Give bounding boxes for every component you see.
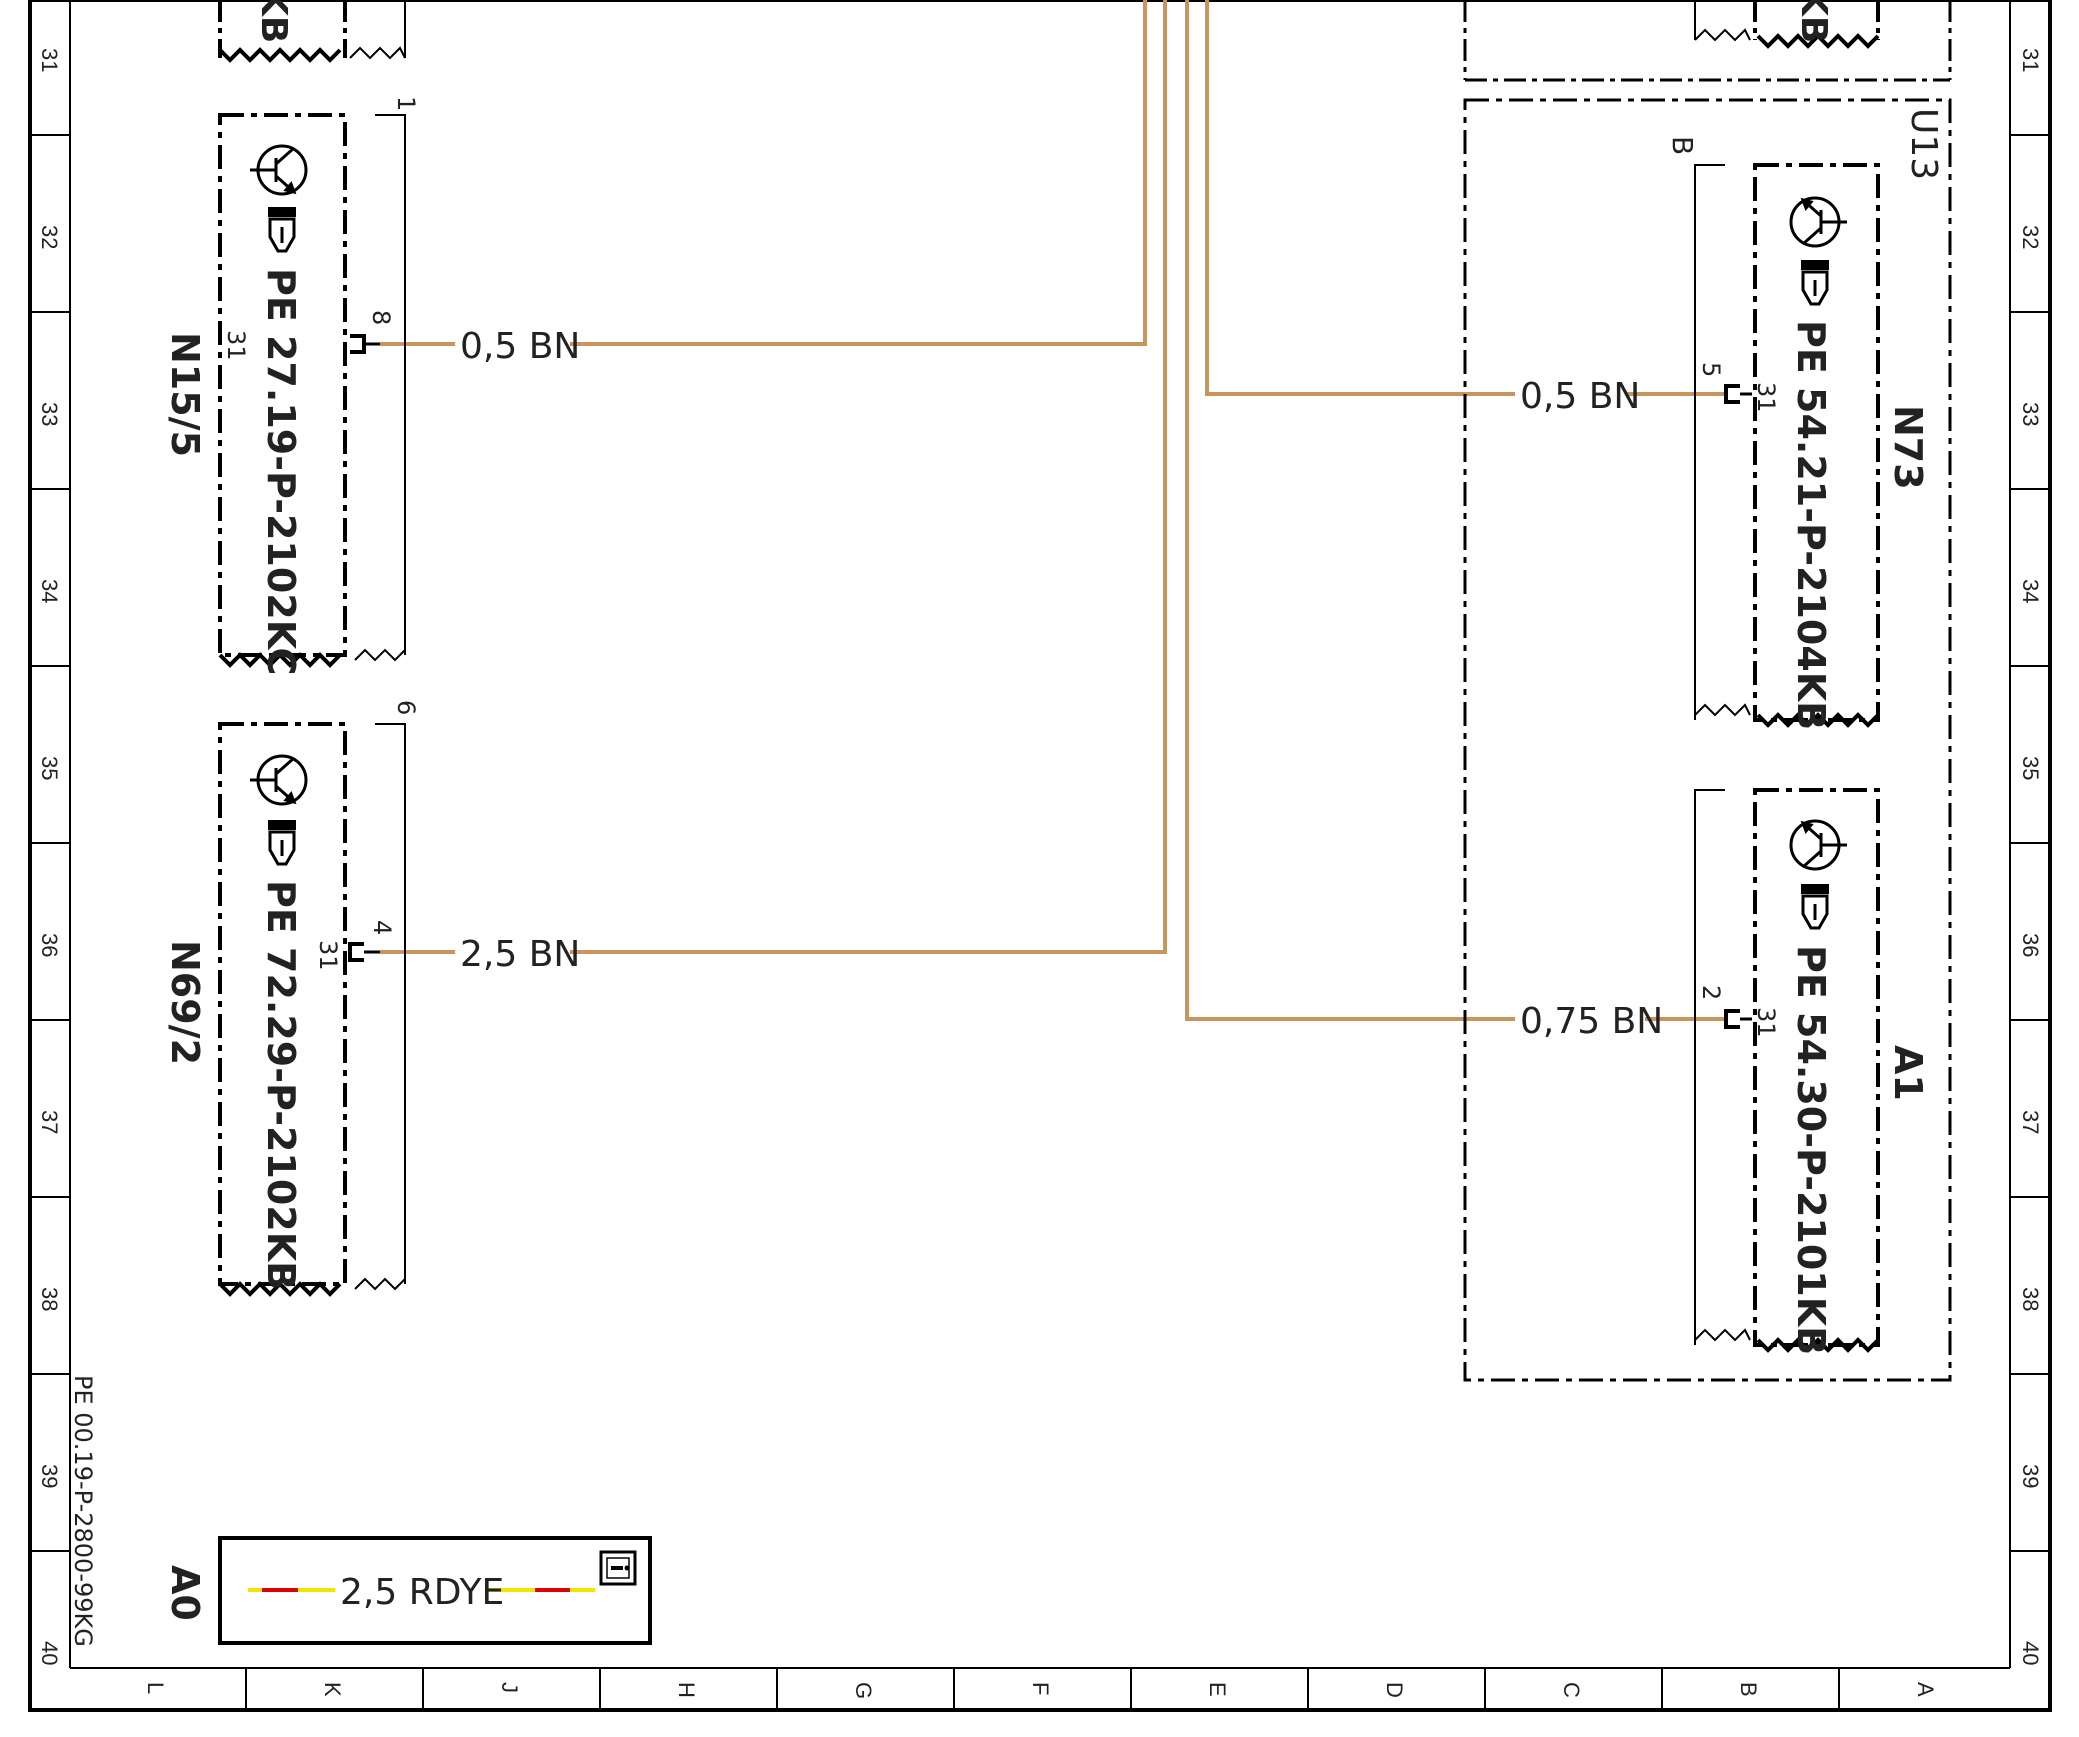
connector-label: B <box>1666 136 1699 155</box>
component-designation: A1 <box>1886 1045 1930 1101</box>
row-label: 35 <box>37 756 62 780</box>
row-label: 39 <box>2018 1464 2043 1488</box>
column-label: G <box>851 1682 876 1699</box>
column-label: H <box>674 1682 699 1698</box>
row-label: 32 <box>37 225 62 249</box>
ground-label: 31 <box>1752 382 1780 413</box>
column-ticks <box>245 1668 1840 1710</box>
document-id: PE 00.19-P-2800-99KG <box>69 1375 97 1647</box>
component-n69-2[interactable]: PE 72.29-P-2102KB N69/2 31 4 6 <box>163 700 420 1297</box>
pin-label: 2 <box>1697 985 1725 1000</box>
pin-label: 4 <box>368 920 396 935</box>
hand-pointer-icon <box>1801 260 1829 306</box>
wire-n69-2-run <box>570 0 1167 954</box>
component-designation: U13 <box>1903 108 1944 180</box>
column-label: L <box>143 1682 168 1694</box>
row-label: 38 <box>2018 1287 2043 1311</box>
row-label: 31 <box>37 48 62 72</box>
top-right-fragment <box>1463 0 1952 82</box>
row-label: 32 <box>2018 225 2043 249</box>
row-label: 34 <box>2018 579 2043 603</box>
component-reference[interactable]: PE 54.21-P-2104KB <box>1789 320 1833 730</box>
component-u13[interactable]: U13 <box>1463 98 1952 1382</box>
column-label: C <box>1559 1682 1584 1698</box>
row-ticks <box>30 134 2050 1552</box>
top-left-fragment-label: KB <box>253 0 294 43</box>
wire-label-n15-5: 0,5 BN <box>460 326 580 367</box>
row-label: 36 <box>37 933 62 957</box>
column-labels: L K J H G F E D C B A <box>143 1682 1938 1699</box>
wire-n15-5-run <box>570 0 1147 346</box>
component-designation: A0 <box>163 1565 207 1621</box>
hand-pointer-icon <box>268 820 296 866</box>
hand-pointer-icon <box>268 207 296 253</box>
info-icon[interactable] <box>599 1550 637 1586</box>
hand-pointer-icon <box>1801 884 1829 930</box>
component-a0[interactable]: 2,5 RDYE A0 <box>163 1536 652 1645</box>
row-label: 37 <box>37 1110 62 1134</box>
sheet-frame <box>28 0 2052 1712</box>
column-label: B <box>1736 1682 1761 1697</box>
wire-label-a0: 2,5 RDYE <box>340 1572 504 1613</box>
row-labels-left: 31 32 33 34 35 36 37 38 39 40 <box>37 48 62 1665</box>
transistor-symbol-icon <box>250 754 308 806</box>
row-labels-right: 31 32 33 34 35 36 37 38 39 40 <box>2018 48 2043 1665</box>
wire-label-n73: 0,5 BN <box>1520 376 1640 417</box>
component-designation: N73 <box>1886 405 1930 490</box>
row-label: 37 <box>2018 1110 2043 1134</box>
component-designation: N69/2 <box>163 940 207 1065</box>
pin-label: 8 <box>367 310 395 325</box>
wire-label-n69-2: 2,5 BN <box>460 934 580 975</box>
column-label: E <box>1205 1682 1230 1697</box>
component-reference[interactable]: PE 27.19-P-2102KC <box>259 268 303 675</box>
connector-label: 6 <box>392 700 420 715</box>
component-n15-5[interactable]: PE 27.19-P-2102KC N15/5 31 8 1 <box>163 96 420 675</box>
row-label: 36 <box>2018 933 2043 957</box>
wiring <box>380 0 1725 1021</box>
column-label: J <box>497 1682 522 1693</box>
column-label: A <box>1913 1682 1938 1697</box>
wire-a1-run <box>1185 0 1515 1021</box>
row-label: 31 <box>2018 48 2043 72</box>
connector-label: 1 <box>392 96 420 111</box>
transistor-symbol-icon <box>1789 819 1847 871</box>
ground-label: 31 <box>314 940 342 971</box>
column-label: F <box>1028 1682 1053 1695</box>
component-a1[interactable]: PE 54.30-P-2101KB A1 31 2 <box>1694 788 1930 1355</box>
wire-label-a1: 0,75 BN <box>1520 1001 1663 1042</box>
row-label: 38 <box>37 1287 62 1311</box>
row-label: 40 <box>2018 1641 2043 1665</box>
wire-n73-run <box>1205 0 1515 396</box>
row-label: 39 <box>37 1464 62 1488</box>
row-label: 40 <box>37 1641 62 1665</box>
ground-label: 31 <box>222 330 250 361</box>
transistor-symbol-icon <box>250 144 308 196</box>
row-label: 33 <box>37 402 62 426</box>
ground-label: 31 <box>1752 1007 1780 1038</box>
row-label: 35 <box>2018 756 2043 780</box>
column-label: D <box>1382 1682 1407 1698</box>
column-label: K <box>320 1682 345 1697</box>
component-reference[interactable]: PE 72.29-P-2102KB <box>259 880 303 1290</box>
component-designation: N15/5 <box>163 332 207 457</box>
transistor-symbol-icon <box>1789 196 1847 248</box>
pin-label: 5 <box>1697 362 1725 377</box>
row-label: 33 <box>2018 402 2043 426</box>
top-left-fragment <box>218 0 406 63</box>
row-label: 34 <box>37 579 62 603</box>
component-n73[interactable]: PE 54.21-P-2104KB N73 31 5 B <box>1666 136 1930 730</box>
top-right-fragment-label: KB <box>1793 0 1834 43</box>
component-reference[interactable]: PE 54.30-P-2101KB <box>1789 945 1833 1355</box>
